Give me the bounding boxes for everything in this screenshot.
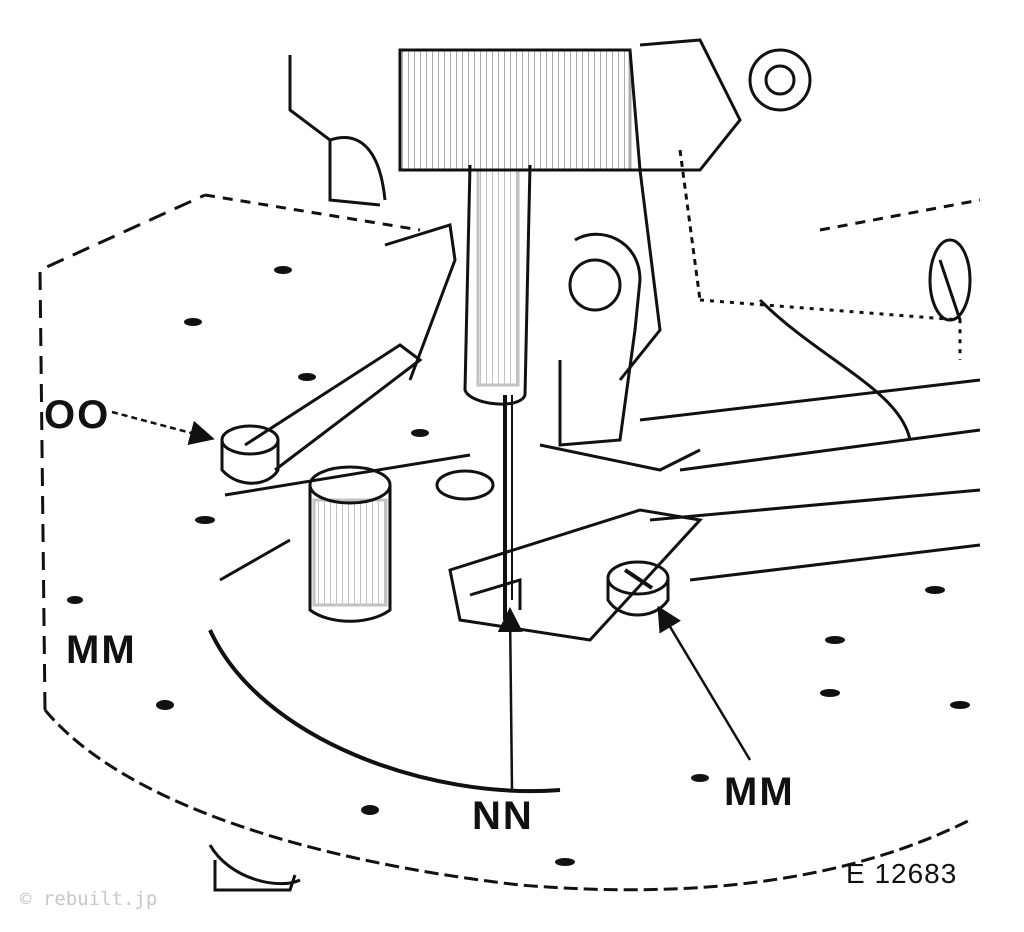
leader-nn: [497, 607, 523, 791]
base-plate: [38, 193, 971, 892]
throat-plate: [435, 469, 703, 642]
leader-oo: [111, 410, 215, 445]
callout-nn: NN: [472, 794, 534, 838]
leader-lines: [111, 410, 752, 791]
feed-dog-bars: [639, 198, 981, 582]
figure-number: E 12683: [846, 858, 958, 889]
cylinder-boss: [219, 453, 471, 623]
callout-oo: OO: [44, 393, 111, 437]
upper-head-housing: [288, 38, 812, 381]
callout-mm-right: MM: [724, 770, 795, 814]
leader-mm-right: [657, 605, 752, 761]
watermark: © rebuilt.jp: [20, 888, 158, 910]
callout-mm-left: MM: [66, 628, 137, 672]
needle-bar: [463, 164, 532, 620]
feed-lever: [220, 223, 457, 485]
base-rivets: [67, 266, 970, 866]
screw-mm-right: [606, 560, 670, 617]
bottom-shaft: [208, 844, 301, 892]
presser-foot-bracket: [539, 232, 701, 472]
